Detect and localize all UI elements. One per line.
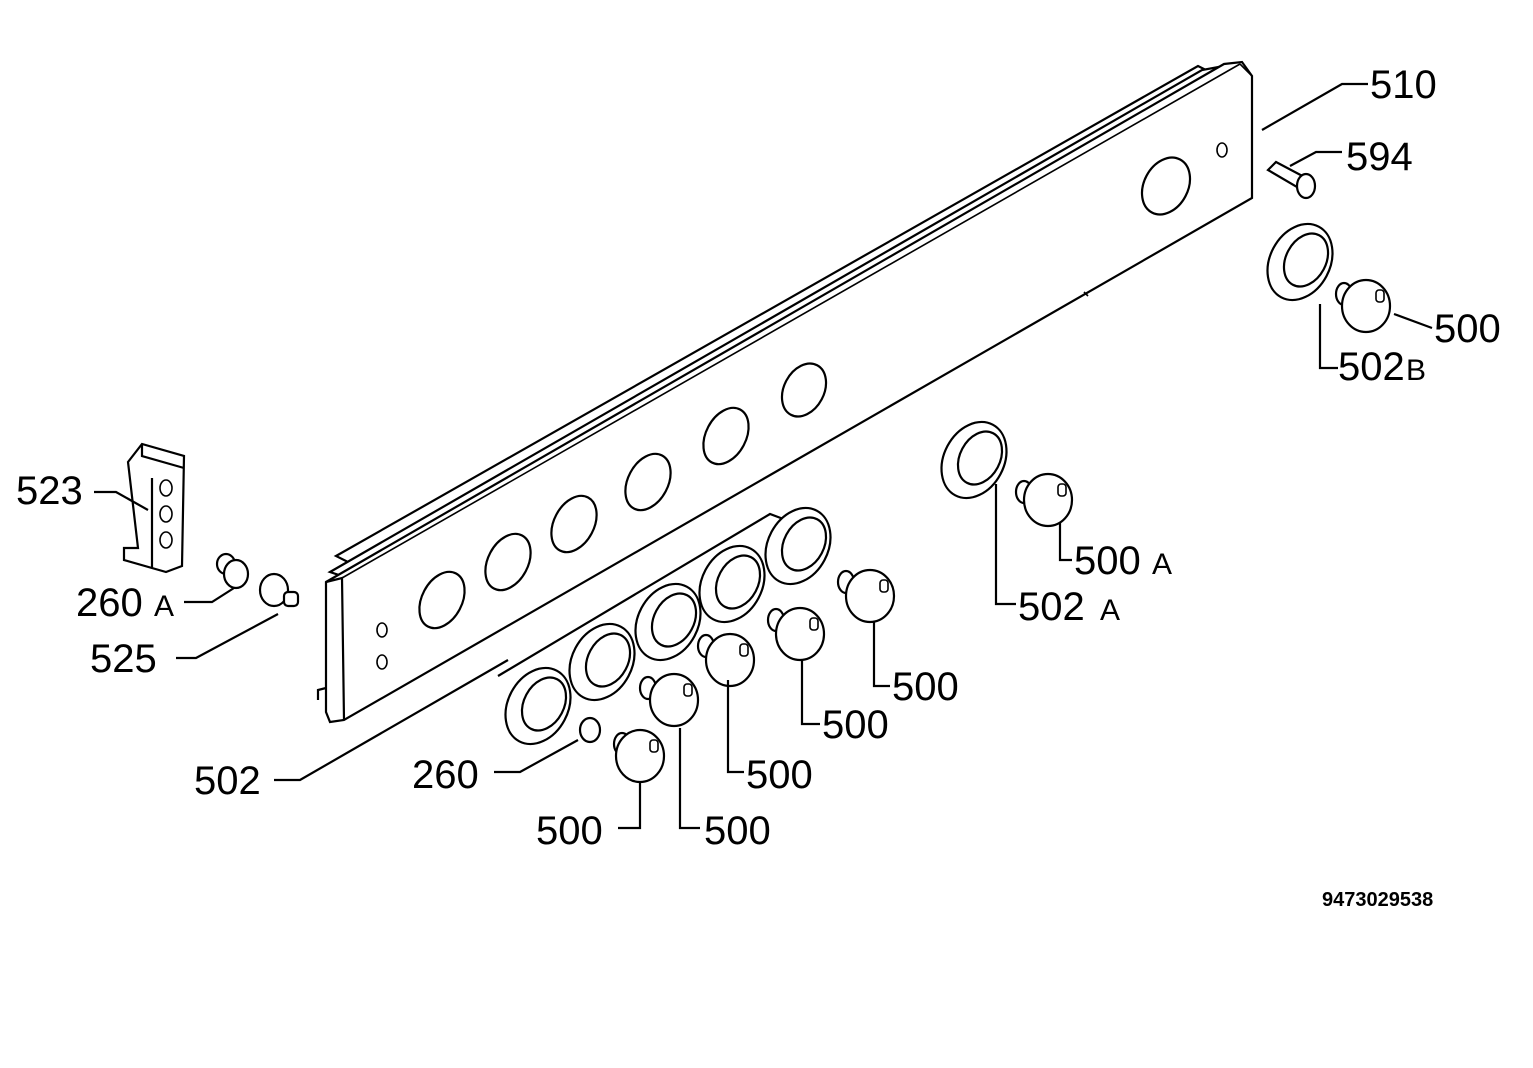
label-500-1: 500 <box>892 665 959 709</box>
label-500-5: 500 <box>536 809 603 853</box>
label-500-2: 500 <box>822 703 889 747</box>
bezel-ring <box>764 506 832 586</box>
panel-knob-holes <box>418 156 1192 630</box>
switch-525 <box>258 572 300 608</box>
control-knob <box>638 672 700 728</box>
bezel-ring <box>504 666 572 746</box>
label-260: 260 <box>412 753 479 797</box>
spring-260a <box>215 552 250 590</box>
leader-lines <box>94 82 1433 830</box>
control-knob-500a <box>1014 472 1074 528</box>
label-260a: 260 <box>76 581 143 625</box>
label-500a-suffix: A <box>1152 548 1172 581</box>
drawing-code: 9473029538 <box>1322 889 1433 911</box>
label-502b-suffix: B <box>1406 354 1426 387</box>
label-500-3: 500 <box>746 753 813 797</box>
label-500a: 500 <box>1074 539 1141 583</box>
control-knob <box>696 632 756 688</box>
label-523: 523 <box>16 469 83 513</box>
label-525: 525 <box>90 637 157 681</box>
label-510: 510 <box>1370 63 1437 107</box>
part-labels: 510 594 500 502 B 500 A 502 A 523 260 A … <box>16 63 1501 911</box>
label-502: 502 <box>194 759 261 803</box>
control-knobs <box>612 278 1392 784</box>
spring-260 <box>578 716 602 744</box>
bezel-ring <box>698 544 766 624</box>
label-500-right: 500 <box>1434 307 1501 351</box>
shaft-594 <box>1266 160 1317 200</box>
bracket-523 <box>122 442 186 574</box>
bezel-ring <box>634 582 702 662</box>
label-502a: 502 <box>1018 585 1085 629</box>
label-502a-suffix: A <box>1100 594 1120 627</box>
control-knob-right <box>1334 278 1392 334</box>
bezel-ring-502b <box>1266 222 1334 302</box>
bezel-ring-502a <box>940 420 1008 500</box>
control-panel <box>316 60 1254 724</box>
label-500-4: 500 <box>704 809 771 853</box>
label-594: 594 <box>1346 135 1413 179</box>
label-502b: 502 <box>1338 345 1405 389</box>
control-knob <box>836 568 896 624</box>
control-knob <box>612 728 666 784</box>
label-260a-suffix: A <box>154 590 174 623</box>
control-knob <box>766 606 826 662</box>
bezel-rings <box>504 222 1334 746</box>
bezel-ring <box>568 622 636 702</box>
